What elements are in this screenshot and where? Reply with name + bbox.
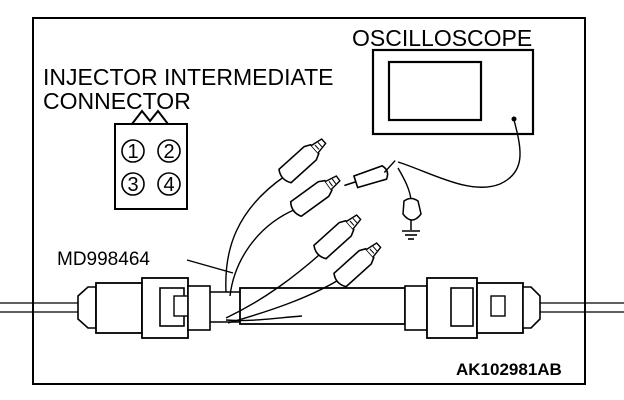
tool-leader-line	[186, 259, 234, 274]
right-harness-connector	[404, 277, 541, 339]
pin-1-label: 1	[127, 141, 138, 163]
left-harness-connector	[77, 277, 240, 339]
connector-face: 1 2 3 4	[114, 109, 188, 210]
oscilloscope-cable	[397, 119, 521, 188]
pin-4-label: 4	[163, 174, 174, 196]
figure-code: AK102981AB	[456, 360, 562, 379]
ground-clip	[402, 197, 422, 230]
ground-lead	[397, 167, 412, 201]
connector-label-line1: INJECTOR INTERMEDIATE	[43, 64, 334, 90]
probe-clip-4	[333, 242, 382, 288]
probe-clip-3	[313, 214, 362, 260]
oscilloscope-probe	[344, 160, 396, 189]
oscilloscope-probe-jack	[511, 116, 517, 122]
connector-latch	[131, 109, 169, 125]
oscilloscope-label: OSCILLOSCOPE	[352, 25, 532, 51]
probe-clip-1	[278, 138, 327, 184]
pin-2-label: 2	[163, 141, 174, 163]
probe-wires	[225, 175, 346, 324]
oscilloscope-screen	[387, 60, 483, 122]
pin-3-label: 3	[127, 174, 138, 196]
harness-wires	[0, 302, 624, 313]
connector-label-line2: CONNECTOR	[43, 88, 191, 114]
ground-icon	[402, 230, 420, 240]
probe-clip-2	[289, 175, 341, 218]
tool-label: MD998464	[57, 249, 150, 270]
oscilloscope	[371, 48, 535, 136]
